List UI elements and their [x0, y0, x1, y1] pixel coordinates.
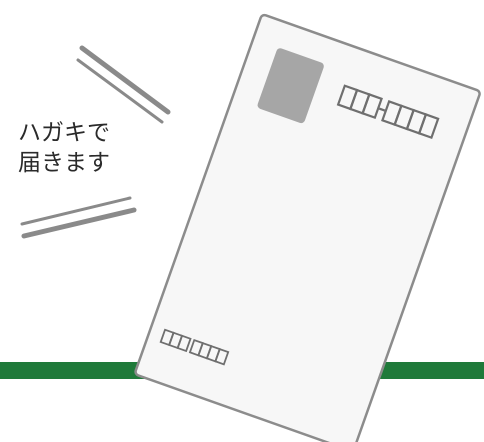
postal-code-boxes-top [336, 84, 440, 140]
speed-lines-bottom [20, 196, 137, 239]
caption-line-1: ハガキで [18, 120, 110, 146]
postcard-icon [134, 13, 481, 442]
speed-lines-top [76, 45, 171, 124]
stamp-icon [257, 48, 324, 124]
postal-code-boxes-bottom [159, 328, 230, 366]
caption-line-2: 届きます [18, 150, 110, 176]
caption: ハガキで 届きます [18, 118, 158, 178]
